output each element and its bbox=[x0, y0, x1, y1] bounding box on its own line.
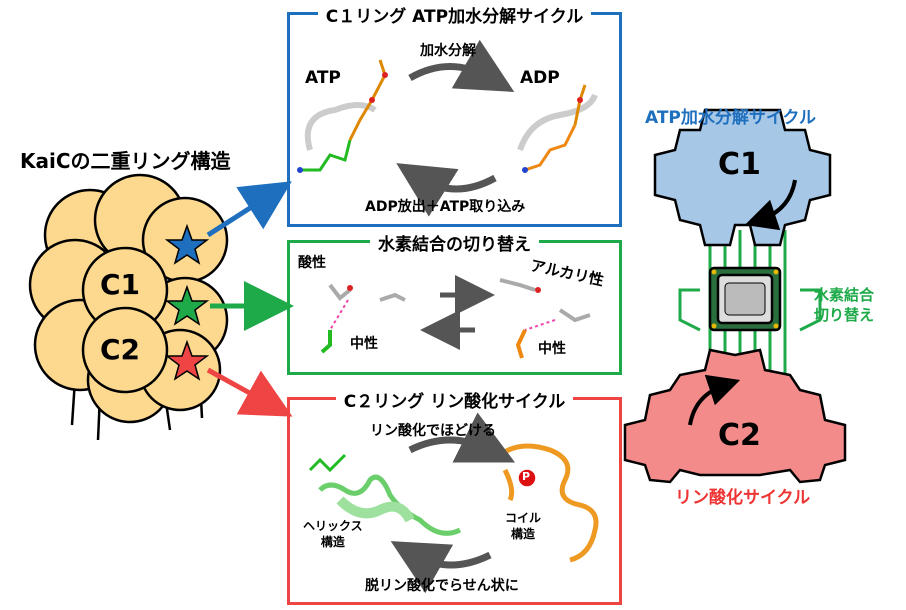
helix-structure bbox=[308, 453, 462, 536]
gear-c1-label: C1 bbox=[718, 147, 761, 182]
atp-label: ATP bbox=[305, 68, 341, 88]
c2-subunit bbox=[81, 306, 169, 394]
chip-icon bbox=[708, 266, 782, 332]
h-bond-title: 水素結合の切り替え bbox=[370, 235, 539, 255]
phospho-label: P bbox=[522, 470, 531, 483]
green-star-icon bbox=[164, 284, 210, 326]
kaic-hexamer bbox=[28, 173, 229, 441]
h-bond-right bbox=[499, 278, 591, 359]
phospho-arrow bbox=[408, 412, 516, 463]
atp-molecule bbox=[297, 59, 388, 173]
arrow-to-c1-box bbox=[206, 181, 292, 238]
h-bond-left bbox=[320, 283, 406, 354]
acid-label: 酸性 bbox=[298, 255, 326, 271]
dephospho-arrow bbox=[390, 541, 492, 594]
c2-gear bbox=[623, 348, 847, 484]
neutral-left-label: 中性 bbox=[350, 336, 378, 352]
c2-ring-title: C２リング リン酸化サイクル bbox=[335, 392, 574, 412]
neutral-right-label: 中性 bbox=[538, 341, 566, 357]
c2-ring-box: C２リング リン酸化サイクル bbox=[287, 392, 622, 605]
c1-ring-box: C１リング ATP加水分解サイクル bbox=[287, 7, 622, 227]
phosphorylation-label: リン酸化でほどける bbox=[370, 423, 496, 439]
release-label: ADP放出＋ATP取り込み bbox=[365, 199, 526, 215]
hydrolysis-label: 加水分解 bbox=[420, 43, 476, 59]
c1-gear bbox=[653, 108, 832, 247]
phospho-icon bbox=[517, 468, 537, 488]
hydrolysis-arrow bbox=[408, 39, 515, 92]
kaic-c2-label: C2 bbox=[100, 333, 141, 366]
red-star-icon bbox=[164, 339, 210, 381]
blue-star-icon bbox=[164, 223, 210, 265]
coil-structure bbox=[498, 443, 599, 563]
atp-cycle-label: ATP加水分解サイクル bbox=[645, 108, 817, 128]
phospho-cycle-label: リン酸化サイクル bbox=[675, 488, 811, 508]
c1-rotation-arrow bbox=[744, 179, 797, 231]
c1-ring-title: C１リング ATP加水分解サイクル bbox=[317, 7, 592, 27]
c2-rotation-arrow bbox=[688, 374, 741, 426]
arrow-to-c2-box bbox=[206, 367, 293, 417]
gear-c2-label: C2 bbox=[718, 418, 761, 453]
adp-molecule bbox=[517, 84, 598, 173]
kaic-title: KaiCの二重リング構造 bbox=[20, 149, 231, 173]
release-arrow bbox=[396, 163, 497, 217]
kaic-c1-label: C1 bbox=[100, 268, 141, 301]
coil-label: コイル 構造 bbox=[505, 511, 542, 541]
dephosphorylation-label: 脱リン酸化でらせん状に bbox=[365, 578, 519, 594]
adp-label: ADP bbox=[520, 68, 560, 88]
h-bond-switch-label: 水素結合 切り替え bbox=[814, 286, 875, 324]
helix-label: ヘリックス 構造 bbox=[303, 519, 363, 549]
h-bond-box: 水素結合の切り替え bbox=[287, 235, 622, 375]
